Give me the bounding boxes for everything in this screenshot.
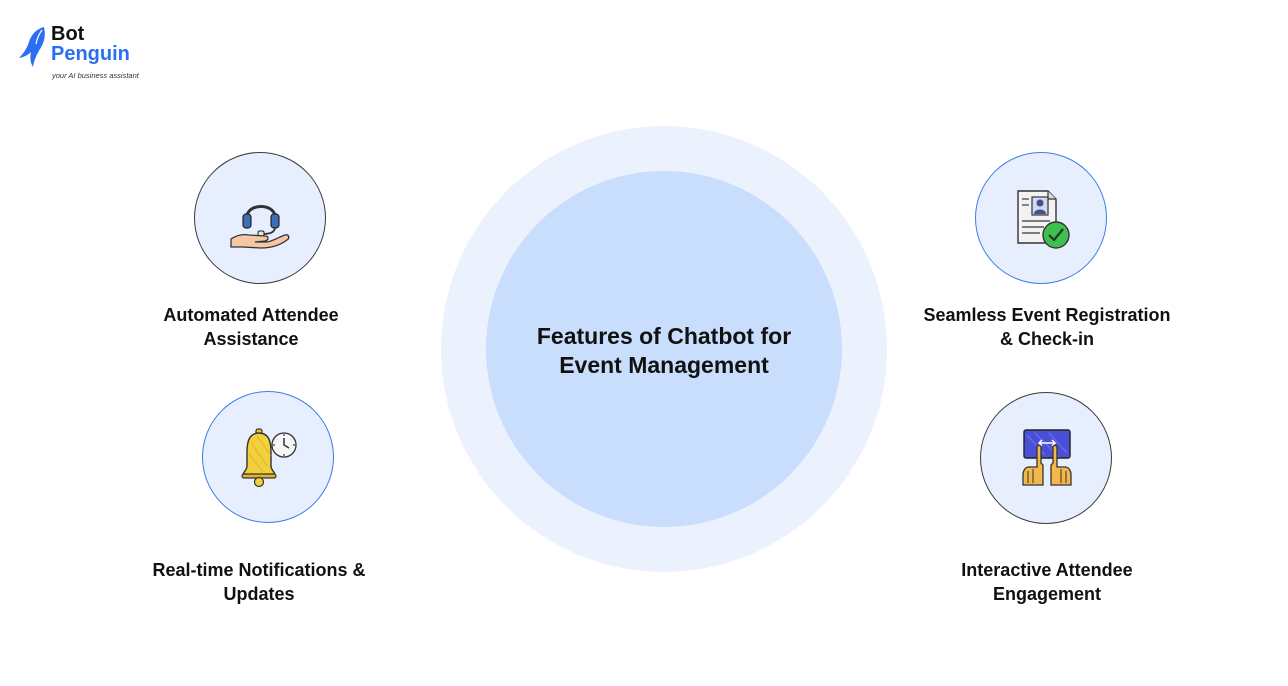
- brand-name: Bot Penguin: [51, 24, 130, 64]
- feature-circle-engagement: [980, 392, 1112, 524]
- document-check-icon: [1017, 190, 1070, 249]
- brand-tagline: your AI business assistant: [52, 71, 139, 80]
- feature-label-line1: Automated Attendee: [163, 305, 339, 325]
- center-inner-circle: [486, 171, 842, 527]
- feature-circle-attendee-assistance: [194, 152, 326, 284]
- feature-label-line2: Assistance: [203, 329, 299, 349]
- diagram-title-line2: Event Management: [559, 352, 769, 378]
- feature-label-line2: Updates: [223, 584, 295, 604]
- bell-clock-icon: [241, 428, 297, 488]
- feature-circle-registration: [975, 152, 1107, 284]
- headset-hand-icon: [230, 205, 290, 249]
- brand-name-line1: Bot: [51, 23, 85, 45]
- feature-label-registration: Seamless Event Registration & Check-in: [907, 303, 1187, 351]
- feature-label-line1: Real-time Notifications &: [152, 560, 366, 580]
- feature-label-engagement: Interactive Attendee Engagement: [907, 558, 1187, 606]
- feature-circle-notifications: [202, 391, 334, 523]
- feature-label-line1: Seamless Event Registration: [923, 305, 1171, 325]
- diagram-title: Features of Chatbot for Event Management: [486, 322, 842, 380]
- brand-logo: Bot Penguin your AI business assistant: [18, 24, 148, 84]
- feature-label-line2: Engagement: [992, 584, 1102, 604]
- hands-screen-icon: [1022, 429, 1072, 486]
- feature-label-notifications: Real-time Notifications & Updates: [119, 558, 399, 606]
- feature-label-line2: & Check-in: [999, 329, 1095, 349]
- diagram-title-line1: Features of Chatbot for: [536, 323, 792, 349]
- feature-label-line1: Interactive Attendee: [961, 560, 1133, 580]
- feature-label-attendee-assistance: Automated Attendee Assistance: [111, 303, 391, 351]
- brand-name-line2: Penguin: [51, 43, 130, 65]
- penguin-logo-icon: [19, 27, 45, 67]
